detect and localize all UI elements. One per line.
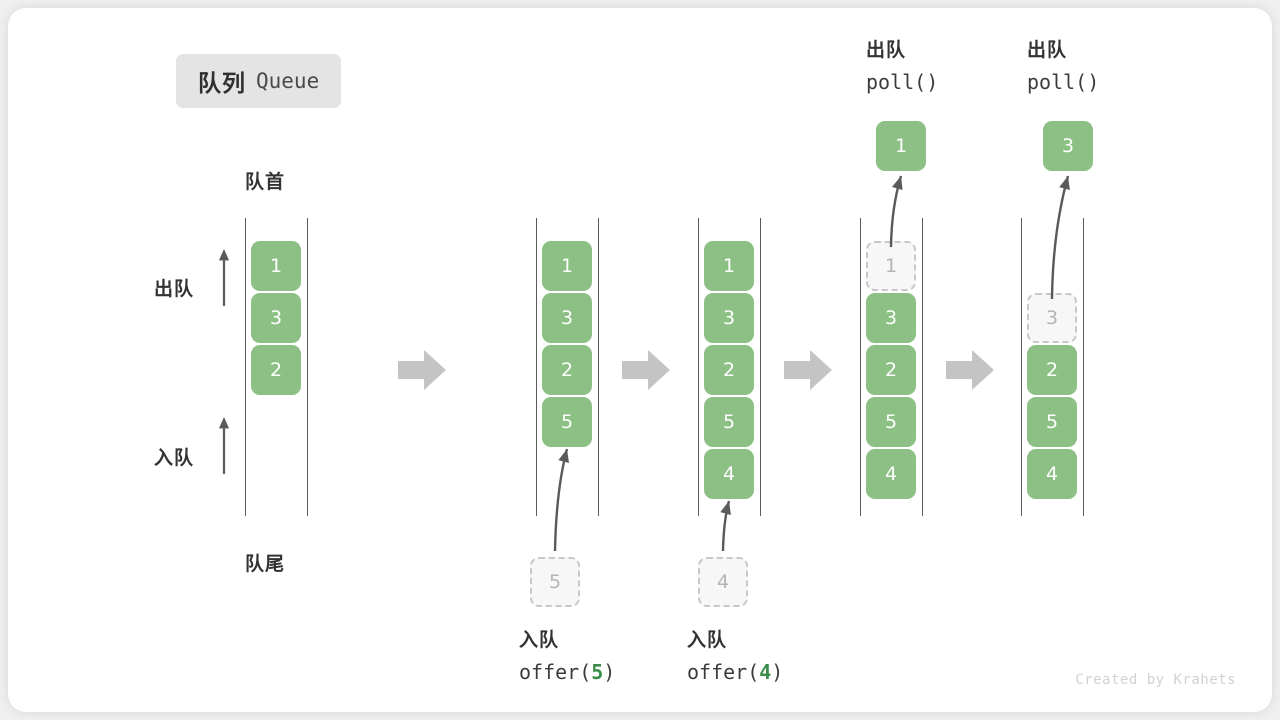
watermark: Created by Krahets <box>1075 672 1236 688</box>
dequeue-direction-arrow-icon <box>218 249 230 306</box>
queue-rail-right <box>307 218 308 516</box>
dequeue-motion-arrow-icon <box>1050 175 1070 300</box>
queue-slot: 1 <box>704 241 754 291</box>
queue-slot: 2 <box>866 345 916 395</box>
operation-caption-poll-1: 出队 poll() <box>866 36 938 98</box>
queue-slot: 2 <box>542 345 592 395</box>
queue-tail-label: 队尾 <box>245 554 286 575</box>
queue-rail-right <box>922 218 923 516</box>
queue-rail-right <box>598 218 599 516</box>
dequeue-motion-arrow-icon <box>889 175 903 248</box>
operation-caption-cn: 入队 <box>519 630 560 651</box>
popped-element: 1 <box>876 121 926 171</box>
queue-slot: 5 <box>866 397 916 447</box>
queue-rail-left <box>536 218 537 516</box>
diagram-title-chip: 队列 Queue <box>176 54 342 108</box>
operation-caption-after-offer-5: 入队 offer(5) <box>519 626 615 688</box>
incoming-element-ghost: 5 <box>530 557 580 607</box>
step-transition-arrow-icon <box>398 350 446 390</box>
operation-caption-code: poll() <box>1027 70 1100 94</box>
queue-slot: 3 <box>704 293 754 343</box>
queue-rail-right <box>760 218 761 516</box>
dequeue-direction-label: 出队 <box>154 279 195 300</box>
queue-slot: 2 <box>1027 345 1077 395</box>
operation-argument: 5 <box>591 660 604 684</box>
queue-slot: 1 <box>542 241 592 291</box>
operation-caption-cn: 入队 <box>687 630 728 651</box>
step-transition-arrow-icon <box>622 350 670 390</box>
queue-slot: 5 <box>542 397 592 447</box>
queue-head-label: 队首 <box>245 172 286 193</box>
operation-argument: 4 <box>759 660 772 684</box>
queue-slot: 2 <box>251 345 301 395</box>
queue-slot: 5 <box>1027 397 1077 447</box>
operation-caption-cn: 出队 <box>866 40 907 61</box>
operation-caption-code: poll() <box>866 70 939 94</box>
title-en: Queue <box>256 69 320 93</box>
queue-slot: 3 <box>866 293 916 343</box>
operation-caption-code: offer(5) <box>519 660 616 684</box>
queue-rail-left <box>1021 218 1022 516</box>
step-transition-arrow-icon <box>784 350 832 390</box>
popped-element: 3 <box>1043 121 1093 171</box>
queue-slot: 2 <box>704 345 754 395</box>
enqueue-direction-label: 入队 <box>154 448 195 469</box>
incoming-element-ghost: 4 <box>698 557 748 607</box>
operation-caption-cn: 出队 <box>1027 40 1068 61</box>
queue-slot: 4 <box>1027 449 1077 499</box>
queue-slot: 5 <box>704 397 754 447</box>
queue-slot-ghost: 3 <box>1027 293 1077 343</box>
enqueue-motion-arrow-icon <box>720 500 731 552</box>
queue-rail-left <box>245 218 246 516</box>
queue-slot: 3 <box>251 293 301 343</box>
enqueue-motion-arrow-icon <box>553 448 569 552</box>
queue-slot: 4 <box>866 449 916 499</box>
step-transition-arrow-icon <box>946 350 994 390</box>
title-cn: 队列 <box>198 70 246 96</box>
queue-rail-left <box>698 218 699 516</box>
enqueue-direction-arrow-icon <box>218 417 230 474</box>
queue-slot-ghost: 1 <box>866 241 916 291</box>
operation-caption-poll-3: 出队 poll() <box>1027 36 1099 98</box>
queue-slot: 1 <box>251 241 301 291</box>
operation-caption-after-offer-4: 入队 offer(4) <box>687 626 783 688</box>
queue-rail-right <box>1083 218 1084 516</box>
queue-rail-left <box>860 218 861 516</box>
operation-caption-code: offer(4) <box>687 660 784 684</box>
queue-slot: 4 <box>704 449 754 499</box>
queue-slot: 3 <box>542 293 592 343</box>
